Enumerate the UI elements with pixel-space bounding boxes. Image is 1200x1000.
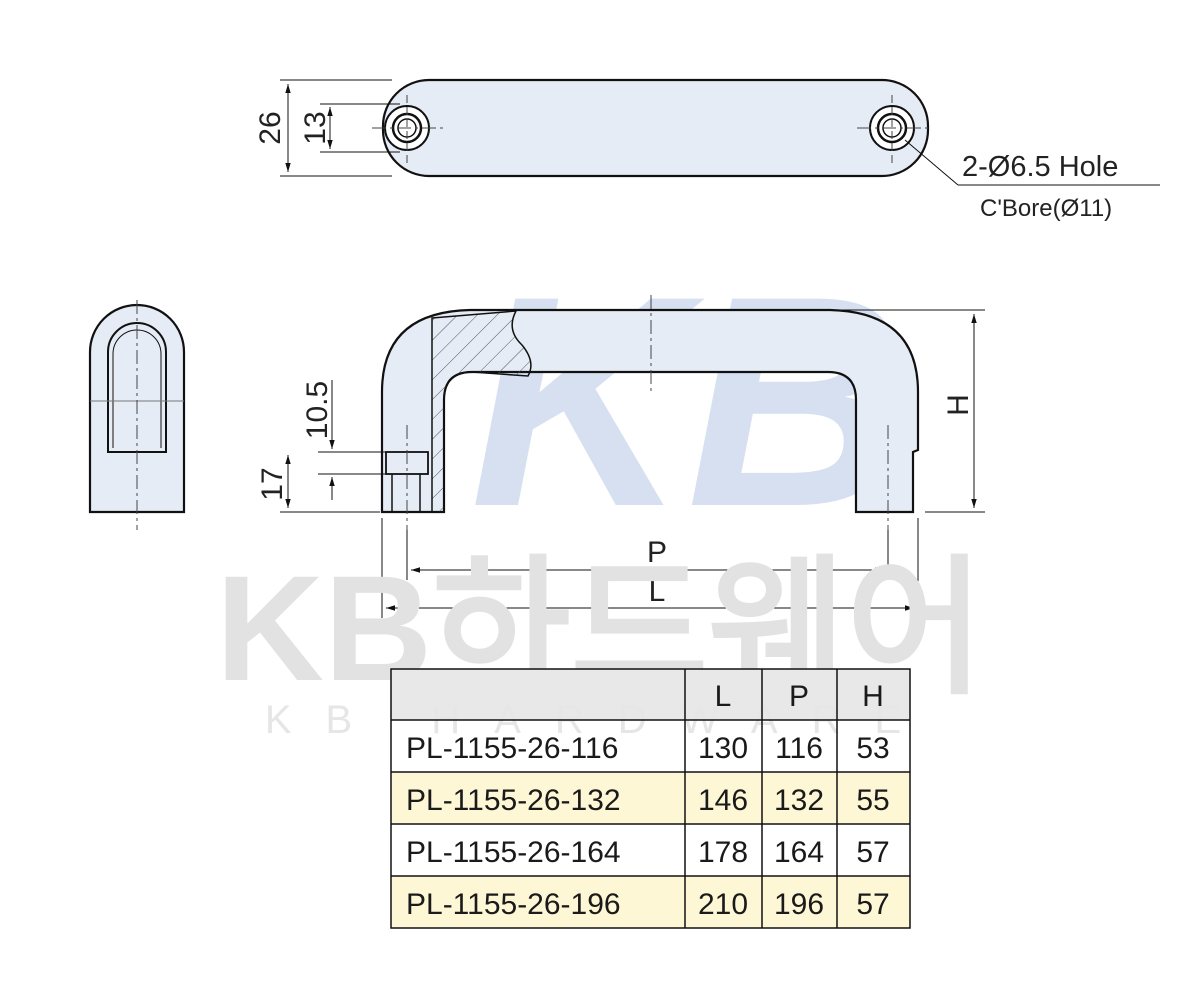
row-4-l: 210 [698, 888, 748, 921]
row-3-h: 57 [856, 836, 889, 869]
dim-p: P [647, 536, 667, 569]
top-view-dimensions: 26 13 2-Ø6.5 Hole C'Bore(Ø11) [254, 79, 1160, 222]
row-4-p: 196 [774, 888, 824, 921]
front-view [380, 295, 920, 530]
row-3-l: 178 [698, 836, 748, 869]
spec-table: KB HARDWARE L P H PL-1155-26-116 130 116… [265, 668, 911, 929]
row-2-model: PL-1155-26-132 [406, 784, 621, 817]
row-1-p: 116 [775, 732, 823, 765]
row-4-h: 57 [856, 888, 889, 921]
row-1-l: 130 [698, 732, 748, 765]
dim-13: 13 [299, 111, 332, 144]
dim-10-5: 10.5 [301, 381, 334, 439]
dim-l: L [649, 575, 666, 608]
row-4-model: PL-1155-26-196 [406, 888, 621, 921]
row-2-p: 132 [774, 784, 824, 817]
header-h: H [862, 680, 884, 713]
dim-h: H [942, 394, 975, 416]
dim-26: 26 [254, 111, 287, 144]
row-3-model: PL-1155-26-164 [406, 836, 621, 869]
front-view-dimensions: H 10.5 17 P L [256, 309, 985, 618]
hole-note: 2-Ø6.5 Hole [962, 151, 1118, 183]
header-l: L [715, 680, 732, 713]
dim-17: 17 [256, 467, 289, 500]
header-p: P [789, 680, 809, 713]
row-3-p: 164 [774, 836, 824, 869]
bore-note: C'Bore(Ø11) [980, 195, 1112, 222]
row-2-h: 55 [856, 784, 889, 817]
watermark-logo: KB [470, 233, 903, 569]
top-view [372, 78, 930, 178]
row-2-l: 146 [698, 784, 748, 817]
row-1-model: PL-1155-26-116 [406, 732, 618, 765]
row-1-h: 53 [856, 732, 889, 765]
end-view [88, 300, 186, 530]
